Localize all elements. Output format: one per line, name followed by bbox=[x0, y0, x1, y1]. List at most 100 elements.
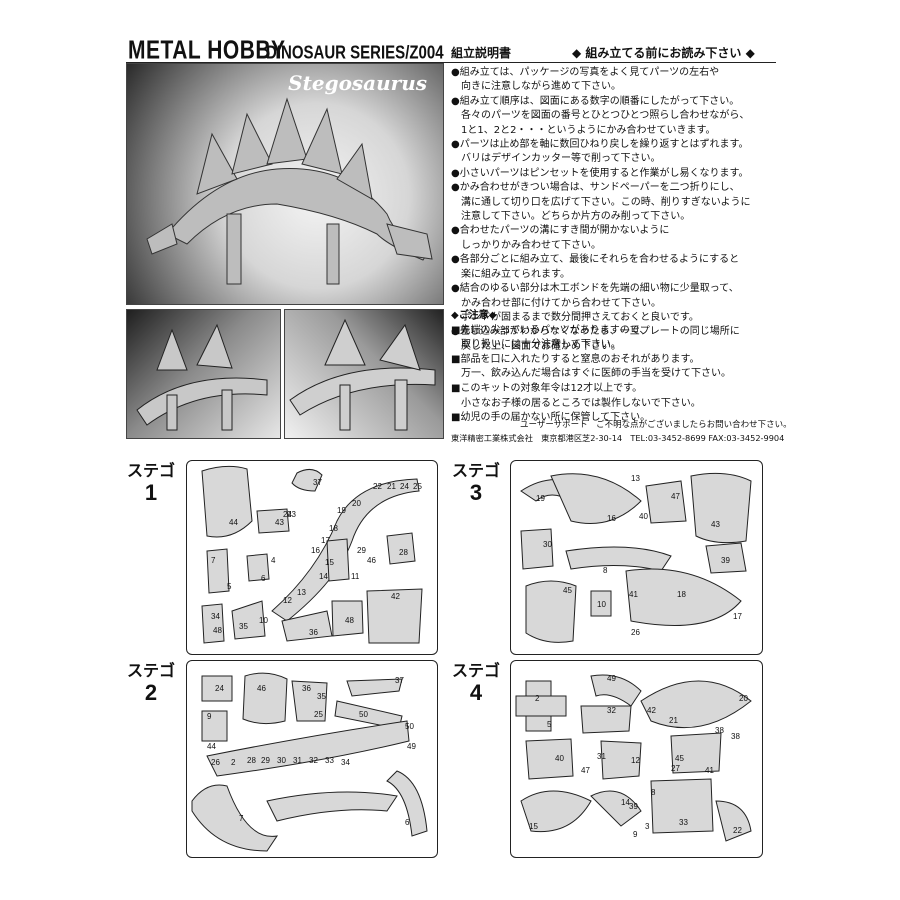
instruction-line: かみ合わせ部に付けてから合わせて下さい。 bbox=[451, 297, 661, 309]
part-number: 6 bbox=[261, 574, 266, 583]
part-number: 12 bbox=[631, 756, 640, 765]
part-number: 44 bbox=[229, 518, 238, 527]
plate-label-text: ステゴ bbox=[126, 661, 175, 680]
part-number: 33 bbox=[679, 818, 688, 827]
part-number: 13 bbox=[297, 588, 306, 597]
instruction-line: ●パーツは止め部を軸に数回ひねり戻しを繰り返すとはずれます。 bbox=[451, 139, 749, 151]
part-number: 43 bbox=[275, 518, 284, 527]
part-number: 40 bbox=[639, 512, 648, 521]
part-number: 21 bbox=[387, 482, 396, 491]
part-number: 34 bbox=[341, 758, 350, 767]
part-number: 10 bbox=[597, 600, 606, 609]
instruction-line: ボンドが固まるまで数分間押さえておくと良いです。 bbox=[451, 311, 699, 323]
part-number: 47 bbox=[671, 492, 680, 501]
caution-section: ◆ご注意◆ ■先端の尖っているパーツがありますので、 取り扱いには十分注意して下… bbox=[451, 309, 781, 426]
part-number: 42 bbox=[647, 706, 656, 715]
part-number: 28 bbox=[399, 548, 408, 557]
part-number: 22 bbox=[733, 826, 742, 835]
part-number: 48 bbox=[213, 626, 222, 635]
instruction-line: バリはデザインカッター等で削って下さい。 bbox=[451, 153, 661, 165]
part-number: 30 bbox=[543, 540, 552, 549]
instruction-line: ●かみ合わせがきつい場合は、サンドペーパーを二つ折りにし、 bbox=[451, 182, 740, 194]
part-number: 17 bbox=[733, 612, 742, 621]
part-number: 38 bbox=[731, 732, 740, 741]
user-support-note: ユーザーサポート ご不明な点がございましたらお問い合わせ下さい。 bbox=[520, 420, 792, 430]
part-number: 12 bbox=[283, 596, 292, 605]
company-info: 東洋精密工業株式会社 東京都港区芝2-30-14 TEL:03-3452-869… bbox=[451, 433, 785, 443]
part-number: 31 bbox=[293, 756, 302, 765]
instruction-line: ●合わせたパーツの溝にすき間が開かないように bbox=[451, 225, 670, 237]
part-number: 9 bbox=[633, 830, 638, 839]
header-divider bbox=[126, 62, 776, 63]
part-number: 35 bbox=[239, 622, 248, 631]
plate-label-2: ステゴ 2 bbox=[120, 660, 182, 704]
part-number: 20 bbox=[352, 499, 361, 508]
instruction-line: ●組み立て順序は、図面にある数字の順番にしたがって下さい。 bbox=[451, 95, 740, 107]
part-number: 24 bbox=[215, 684, 224, 693]
plate-label-text: ステゴ bbox=[451, 461, 500, 480]
part-number: 33 bbox=[325, 756, 334, 765]
instruction-line: 各々のパーツを図面の番号とひとつひとつ照らし合わせながら、 bbox=[451, 110, 750, 122]
part-number: 23 bbox=[287, 510, 296, 519]
part-number: 39 bbox=[629, 802, 638, 811]
part-number: 37 bbox=[313, 478, 322, 487]
assembly-instructions: ●組み立ては、パッケージの写真をよく見てパーツの左右や 向きに注意しながら進めて… bbox=[451, 66, 781, 354]
series-title: DINOSAUR SERIES/Z004 bbox=[266, 43, 444, 64]
caution-line: ■幼児の手の届かない所に保管して下さい。 bbox=[451, 412, 651, 424]
part-number: 25 bbox=[314, 710, 323, 719]
instruction-line: 楽に組み立てられます。 bbox=[451, 268, 570, 280]
part-number: 10 bbox=[259, 616, 268, 625]
part-number: 50 bbox=[405, 722, 414, 731]
instruction-line: ●各部分ごとに組み立て、最後にそれらを合わせるようにすると bbox=[451, 254, 740, 266]
part-number: 39 bbox=[721, 556, 730, 565]
part-number: 18 bbox=[329, 524, 338, 533]
part-number: 7 bbox=[239, 814, 244, 823]
part-number: 15 bbox=[529, 822, 538, 831]
part-number: 38 bbox=[715, 726, 724, 735]
part-number: 14 bbox=[621, 798, 630, 807]
part-number: 40 bbox=[555, 754, 564, 763]
stegosaurus-model-illustration: Stegosaurus bbox=[146, 71, 433, 285]
part-number: 25 bbox=[413, 482, 422, 491]
plate-number: 3 bbox=[469, 480, 483, 505]
part-number: 36 bbox=[302, 684, 311, 693]
part-number: 47 bbox=[581, 766, 590, 775]
part-number: 2 bbox=[535, 694, 540, 703]
plate-label-text: ステゴ bbox=[126, 461, 175, 480]
part-number: 21 bbox=[669, 716, 678, 725]
part-number: 49 bbox=[407, 742, 416, 751]
part-number: 34 bbox=[211, 612, 220, 621]
part-number: 5 bbox=[547, 720, 552, 729]
part-number: 28 bbox=[247, 756, 256, 765]
instruction-line: 溝に通して切り口を広げて下さい。この時、削りすぎないように bbox=[451, 196, 751, 208]
part-number: 19 bbox=[536, 494, 545, 503]
part-number: 24 bbox=[400, 482, 409, 491]
document-title: 組立説明書 bbox=[451, 46, 512, 60]
instruction-line: しっかりかみ合わせて下さい。 bbox=[451, 239, 601, 251]
part-number: 50 bbox=[359, 710, 368, 719]
caution-line: 取り扱いには十分注意して下さい。 bbox=[451, 339, 621, 351]
plate-number: 1 bbox=[144, 480, 158, 505]
instruction-line: ●小さいパーツはピンセットを使用すると作業がし易くなります。 bbox=[451, 167, 749, 179]
instruction-line: ●組み立ては、パッケージの写真をよく見てパーツの左右や bbox=[451, 67, 720, 78]
part-number: 32 bbox=[607, 706, 616, 715]
caution-line: 万一、飲み込んだ場合はすぐに医師の手当を受けて下さい。 bbox=[451, 368, 731, 380]
part-number: 19 bbox=[337, 506, 346, 515]
part-number: 26 bbox=[211, 758, 220, 767]
part-number: 2 bbox=[231, 758, 236, 767]
part-number: 45 bbox=[675, 754, 684, 763]
part-number: 20 bbox=[739, 694, 748, 703]
part-number: 43 bbox=[711, 520, 720, 529]
plate-label-4: ステゴ 4 bbox=[445, 660, 507, 704]
part-number: 17 bbox=[321, 536, 330, 545]
part-number: 45 bbox=[563, 586, 572, 595]
caution-line: ■部品を口に入れたりすると窒息のおそれがあります。 bbox=[451, 353, 700, 365]
part-number: 15 bbox=[325, 558, 334, 567]
part-number: 13 bbox=[631, 474, 640, 483]
part-number: 46 bbox=[257, 684, 266, 693]
stegosaurus-photo-detail-right bbox=[284, 309, 444, 439]
